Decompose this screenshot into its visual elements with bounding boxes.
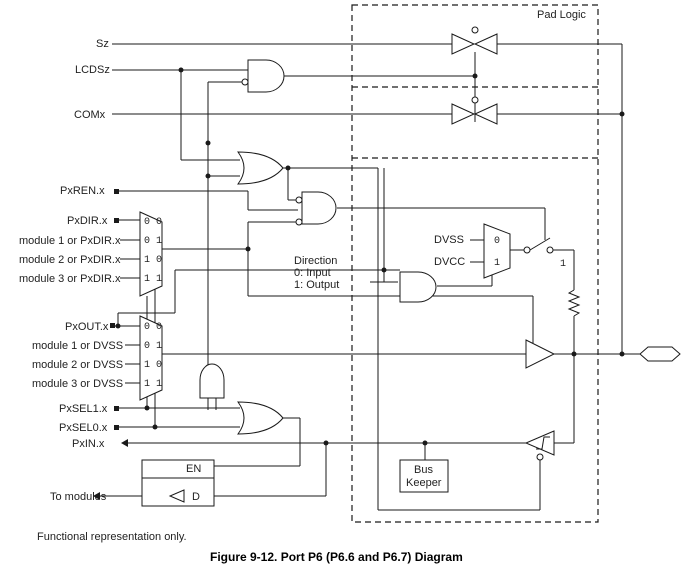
label-lcdsz: LCDSz <box>75 64 110 76</box>
mux-out-code-3: 1 1 <box>144 379 162 390</box>
figure-caption: Figure 9-12. Port P6 (P6.6 and P6.7) Dia… <box>210 550 463 564</box>
input-labels: Sz LCDSz COMx PxREN.x PxDIR.x module 1 o… <box>19 38 123 503</box>
pad-connector <box>639 346 681 362</box>
latch: EN D <box>141 459 215 507</box>
label-dvcc: DVCC <box>434 256 465 268</box>
label-to-modules: To modules <box>50 491 107 503</box>
label-comx: COMx <box>74 109 106 121</box>
and-gate-lcd <box>241 59 285 93</box>
mux-dir-code-0: 0 0 <box>144 217 162 228</box>
mux-dir-code-3: 1 1 <box>144 274 162 285</box>
transmission-gate-comx <box>451 96 498 125</box>
supply-sel-0: 0 <box>494 236 500 247</box>
pad-logic-region: Pad Logic <box>351 4 599 523</box>
label-pxdir: PxDIR.x <box>67 215 108 227</box>
input-schmitt-buffer <box>524 430 555 461</box>
mux-supply: DVSS DVCC 0 1 <box>434 223 511 279</box>
label-module1-dir: module 1 or PxDIR.x <box>19 235 121 247</box>
bus-keeper-line2: Keeper <box>406 477 442 489</box>
switch-label: 1 <box>560 259 566 270</box>
direction-title: Direction <box>294 255 337 267</box>
mux-dir-code-1: 0 1 <box>144 236 162 247</box>
direction-output: 1: Output <box>294 279 339 291</box>
pad-logic-label: Pad Logic <box>537 9 586 21</box>
latch-d: D <box>192 491 200 503</box>
label-module2-dir: module 2 or PxDIR.x <box>19 254 121 266</box>
or-gate-sel <box>237 401 284 435</box>
label-module1-out: module 1 or DVSS <box>32 340 123 352</box>
label-module3-out: module 3 or DVSS <box>32 378 123 390</box>
label-module3-dir: module 3 or PxDIR.x <box>19 273 121 285</box>
transmission-gate-sz <box>451 26 498 55</box>
and-gate-vcc <box>399 271 437 303</box>
label-dvss: DVSS <box>434 234 464 246</box>
and-gate-ren <box>295 191 337 226</box>
label-pxin: PxIN.x <box>72 438 105 450</box>
bus-keeper-line1: Bus <box>414 464 433 476</box>
functional-note: Functional representation only. <box>37 531 187 543</box>
label-pxsel1: PxSEL1.x <box>59 403 108 415</box>
label-module2-out: module 2 or DVSS <box>32 359 123 371</box>
supply-sel-1: 1 <box>494 258 500 269</box>
mux-out-code-2: 1 0 <box>144 360 162 371</box>
direction-note: Direction 0: Input 1: Output <box>294 255 339 291</box>
label-pxout: PxOUT.x <box>65 321 109 333</box>
mux-dir-code-2: 1 0 <box>144 255 162 266</box>
mux-direction: 0 0 0 1 1 0 1 1 <box>139 211 163 297</box>
mux-output: 0 0 0 1 1 0 1 1 <box>139 315 163 401</box>
mux-out-code-0: 0 0 <box>144 322 162 333</box>
or-gate-1 <box>237 151 284 185</box>
and-gate-sel <box>199 363 225 399</box>
latch-en: EN <box>186 463 201 475</box>
wires <box>93 43 640 511</box>
pull-switch: 1 <box>523 237 566 270</box>
output-buffer <box>525 339 556 369</box>
junction-dots <box>115 67 625 446</box>
pull-resistor <box>567 289 581 317</box>
input-stubs <box>110 43 140 430</box>
label-pxsel0: PxSEL0.x <box>59 422 108 434</box>
label-sz: Sz <box>96 38 109 50</box>
bus-keeper: Bus Keeper <box>399 459 449 493</box>
label-pxren: PxREN.x <box>60 185 105 197</box>
mux-out-code-1: 0 1 <box>144 341 162 352</box>
direction-input: 0: Input <box>294 267 331 279</box>
